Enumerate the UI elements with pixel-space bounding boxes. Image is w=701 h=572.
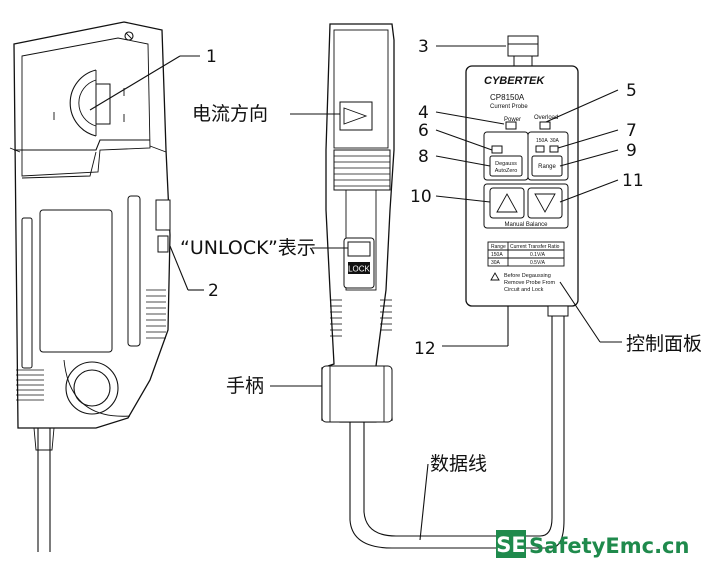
table-cell: 30A: [491, 260, 501, 266]
table-cell: 150A: [491, 252, 503, 258]
balance-down-button[interactable]: [527, 187, 563, 219]
watermark-logo: SE SafetyEmc.cn: [496, 530, 689, 558]
led-6: [491, 145, 503, 154]
warning-line-2: Remove Probe From: [504, 280, 555, 286]
callout-6: 6: [418, 121, 429, 141]
manual-balance-label: Manual Balance: [504, 222, 548, 228]
warning-line-3: Circuit and Lock: [504, 287, 544, 293]
handle-label: 手柄: [226, 375, 264, 397]
power-led: [505, 121, 517, 130]
leader-lines: [89, 45, 622, 541]
watermark-badge: SE: [496, 533, 525, 557]
warning-line-1: Before Degaussing: [504, 273, 551, 279]
model-name: CP8150A: [490, 93, 525, 102]
probe-side-view: [9, 21, 171, 552]
brand-logo: CYBERTEK: [484, 75, 545, 87]
table-header-ratio: Current Transfer Ratio: [510, 244, 560, 250]
text-labels: 电流方向 “UNLOCK”表示 手柄 数据线 控制面板: [180, 103, 701, 475]
autozero-label: AutoZero: [495, 168, 518, 174]
callout-7: 7: [626, 121, 637, 141]
callout-3: 3: [418, 37, 429, 57]
range-30a-label: 30A: [550, 138, 560, 144]
range-30a-led: [549, 145, 559, 153]
watermark-text: SafetyEmc.cn: [529, 534, 689, 558]
unlock-indicator-label: “UNLOCK”表示: [180, 237, 316, 259]
power-label: Power: [504, 117, 521, 123]
callout-5: 5: [626, 81, 637, 101]
overload-led: [539, 121, 551, 130]
screw-icon: [124, 31, 134, 41]
range-150a-led: [535, 145, 545, 153]
callout-numbers: 1 2 3 4 5 6 7 8 9 10 11 12: [206, 37, 644, 359]
callout-11: 11: [622, 171, 644, 191]
lock-text: LOCK: [348, 265, 370, 274]
overload-label: Overload: [534, 115, 558, 121]
triangle-down-icon: [534, 193, 556, 213]
range-150a-label: 150A: [536, 138, 548, 144]
range-table: Range Current Transfer Ratio 150A 0.1V/A…: [487, 241, 565, 267]
callout-12: 12: [414, 339, 436, 359]
handle: [321, 365, 393, 423]
degauss-label: Degauss: [495, 161, 517, 167]
table-cell: 0.1V/A: [530, 252, 546, 258]
range-button-label: Range: [538, 164, 556, 170]
bnc-connector: [507, 35, 539, 57]
control-panel-label: 控制面板: [626, 333, 701, 355]
current-direction-label: 电流方向: [192, 103, 268, 125]
callout-1: 1: [206, 47, 217, 67]
callout-2: 2: [208, 281, 219, 301]
callout-9: 9: [626, 141, 637, 161]
grip-ridges-front: [330, 149, 392, 337]
callout-8: 8: [418, 147, 429, 167]
warning-icon: [490, 272, 500, 281]
triangle-up-icon: [496, 193, 518, 213]
data-cable-label: 数据线: [430, 453, 487, 475]
control-panel: CYBERTEK CP8150A Current Probe Power Ove…: [465, 35, 579, 317]
model-subtitle: Current Probe: [490, 104, 528, 110]
callout-4: 4: [418, 103, 429, 123]
table-header-range: Range: [491, 244, 506, 250]
table-cell: 0.5V/A: [530, 260, 546, 266]
probe-front-view: LOCK: [321, 23, 565, 549]
balance-up-button[interactable]: [489, 187, 525, 219]
grip-ridges-left: [16, 289, 166, 401]
callout-10: 10: [410, 187, 432, 207]
